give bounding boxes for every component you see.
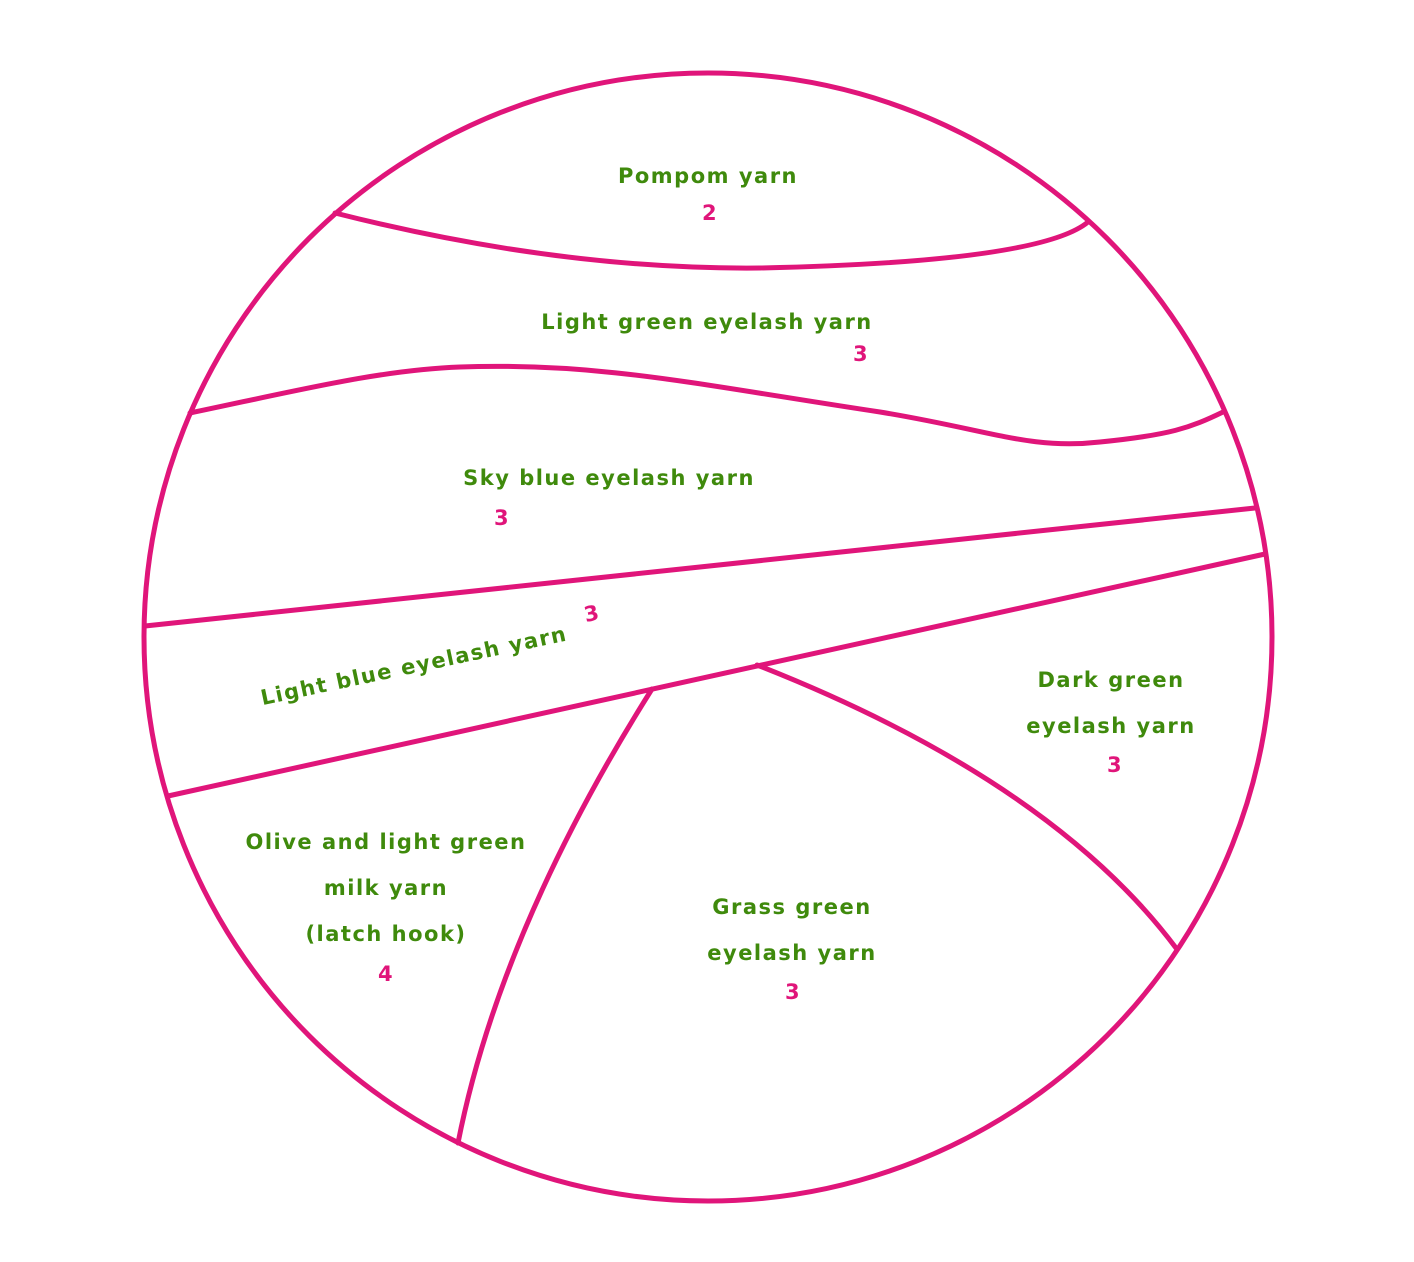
divider-pompom [332,210,1091,271]
label-text: Grass green [712,895,872,919]
outer-circle [141,70,1275,1204]
section-label-sky-blue: Sky blue eyelash yarn [463,455,755,501]
count-pompom: 2 [702,201,717,225]
section-label-dark-green: Dark green eyelash yarn [1026,657,1195,749]
label-text: Dark green [1037,668,1185,692]
divider-light-blue [165,551,1268,799]
divider-light-green [187,363,1226,447]
label-text: milk yarn [323,876,449,900]
label-text: Olive and light green [245,830,527,854]
divider-dark-green [754,662,1179,951]
divider-sky-blue [142,505,1258,629]
label-text: Sky blue eyelash yarn [463,466,755,490]
count-dark-green: 3 [1107,753,1122,777]
count-grass-green: 3 [785,980,800,1004]
section-label-pompom: Pompom yarn [618,153,798,199]
count-sky-blue: 3 [494,506,509,530]
count-light-green: 3 [853,342,868,366]
section-label-light-green: Light green eyelash yarn [541,299,873,345]
label-text: eyelash yarn [707,941,877,965]
count-olive: 4 [378,962,393,986]
label-text: Pompom yarn [617,164,799,188]
label-text: (latch hook) [305,922,467,946]
section-label-grass-green: Grass green eyelash yarn [707,884,876,976]
section-label-olive: Olive and light green milk yarn (latch hoo… [245,819,526,957]
label-text: eyelash yarn [1026,714,1196,738]
divider-olive [455,686,655,1146]
label-text: Light green eyelash yarn [541,310,873,334]
